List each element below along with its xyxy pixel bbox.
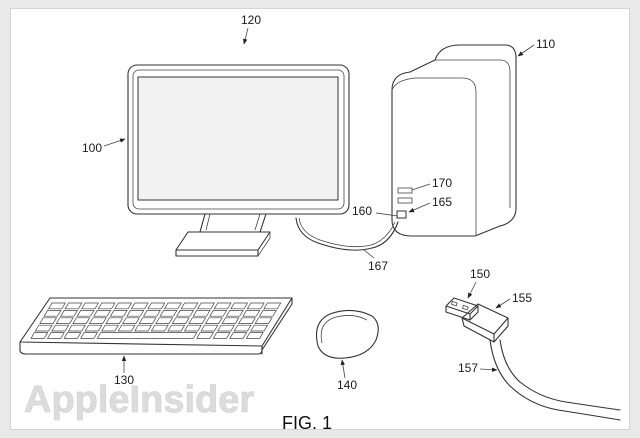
- keyboard-key: [183, 324, 202, 332]
- keyboard-key: [212, 332, 231, 339]
- keyboard-key: [93, 310, 112, 317]
- ref-157: 157: [458, 361, 478, 375]
- keyboard-key: [221, 317, 240, 324]
- keyboard-keys: [30, 302, 282, 339]
- keyboard-key: [196, 332, 215, 339]
- keyboard-key: [134, 324, 153, 332]
- figure-caption: FIG. 1: [282, 413, 332, 433]
- ref-155: 155: [512, 291, 532, 305]
- keyboard: [19, 297, 293, 355]
- ref-130: 130: [114, 373, 134, 387]
- keyboard-key: [30, 332, 49, 339]
- keyboard-key: [55, 317, 74, 324]
- keyboard-key: [213, 302, 232, 310]
- keyboard-key: [51, 324, 70, 332]
- keyboard-key: [96, 332, 198, 339]
- keyboard-key: [229, 332, 248, 339]
- keyboard-key: [245, 332, 264, 339]
- keyboard-key: [60, 310, 79, 317]
- keyboard-key: [47, 302, 66, 310]
- keyboard-key: [159, 310, 178, 317]
- keyboard-key: [225, 310, 244, 317]
- ref-150: 150: [470, 267, 490, 281]
- keyboard-key: [63, 332, 82, 339]
- keyboard-key: [117, 324, 136, 332]
- usb-cable: [489, 339, 621, 421]
- keyboard-key: [209, 310, 228, 317]
- keyboard-key: [64, 302, 83, 310]
- keyboard-key: [126, 310, 145, 317]
- keyboard-key: [230, 302, 249, 310]
- display-cable: [295, 217, 399, 251]
- keyboard-key: [242, 310, 261, 317]
- ref-120: 120: [241, 13, 261, 27]
- keyboard-key: [250, 324, 269, 332]
- keyboard-key: [80, 332, 99, 339]
- keyboard-key: [188, 317, 207, 324]
- keyboard-key: [171, 317, 190, 324]
- keyboard-key: [72, 317, 91, 324]
- keyboard-key: [192, 310, 211, 317]
- keyboard-key: [121, 317, 140, 324]
- ref-160: 160: [352, 204, 372, 218]
- keyboard-key: [217, 324, 235, 332]
- ref-170: 170: [432, 176, 452, 190]
- watermark-logo: AppleInsider: [24, 379, 254, 421]
- keyboard-key: [34, 324, 53, 332]
- keyboard-key: [233, 324, 252, 332]
- keyboard-key: [150, 324, 169, 332]
- keyboard-key: [67, 324, 86, 332]
- keyboard-key: [114, 302, 133, 310]
- keyboard-key: [147, 302, 166, 310]
- usb-connector: [445, 297, 509, 343]
- mouse: [315, 309, 379, 359]
- keyboard-key: [200, 324, 219, 332]
- keyboard-key: [254, 317, 273, 324]
- keyboard-key: [180, 302, 199, 310]
- keyboard-key: [84, 324, 103, 332]
- keyboard-key: [167, 324, 186, 332]
- display-monitor: [127, 64, 350, 257]
- keyboard-key: [76, 310, 95, 317]
- keyboard-key: [39, 317, 58, 324]
- keyboard-key: [246, 302, 265, 310]
- keyboard-key: [176, 310, 195, 317]
- ref-100: 100: [82, 141, 102, 155]
- ref-167: 167: [368, 259, 388, 273]
- ref-140: 140: [337, 378, 357, 392]
- keyboard-key: [258, 310, 277, 317]
- keyboard-key: [109, 310, 128, 317]
- keyboard-key: [263, 302, 282, 310]
- keyboard-key: [138, 317, 157, 324]
- keyboard-key: [46, 332, 65, 339]
- keyboard-key: [43, 310, 62, 317]
- keyboard-key: [204, 317, 223, 324]
- ref-165: 165: [432, 195, 452, 209]
- keyboard-key: [81, 302, 100, 310]
- keyboard-key: [105, 317, 124, 324]
- keyboard-key: [163, 302, 182, 310]
- keyboard-key: [88, 317, 107, 324]
- keyboard-key: [142, 310, 161, 317]
- keyboard-key: [237, 317, 256, 324]
- keyboard-key: [197, 302, 216, 310]
- computer-tower: [391, 44, 517, 237]
- keyboard-key: [130, 302, 149, 310]
- keyboard-key: [101, 324, 119, 332]
- keyboard-key: [97, 302, 116, 310]
- ref-110: 110: [536, 37, 555, 51]
- keyboard-key: [155, 317, 174, 324]
